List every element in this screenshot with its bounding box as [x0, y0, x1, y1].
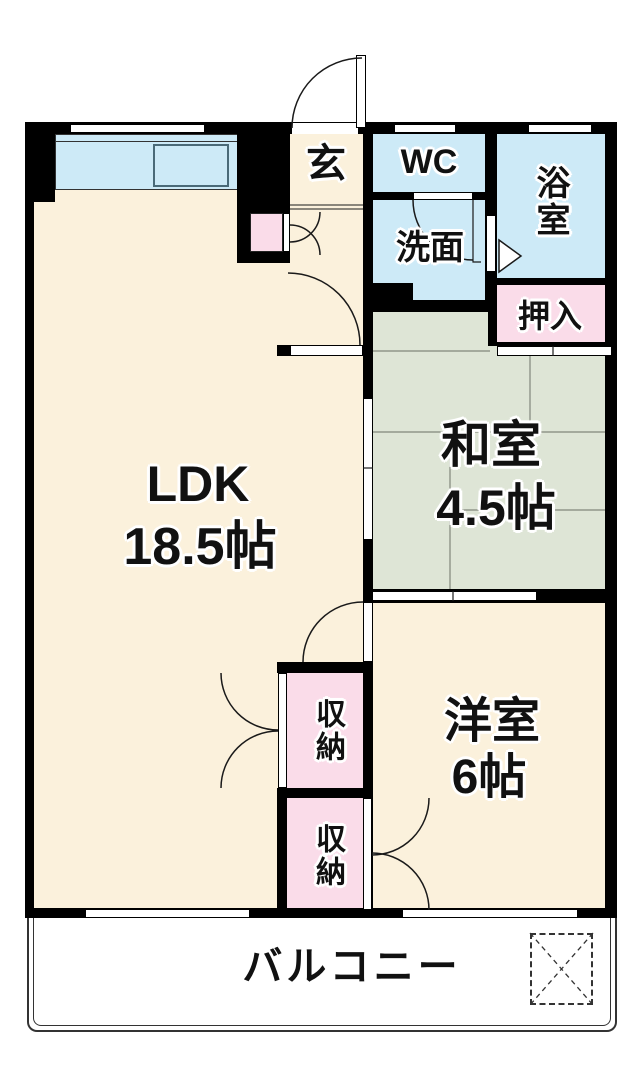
kitchen-counter	[55, 134, 238, 190]
wall	[363, 662, 373, 798]
ldk-youshitsu-door-opening	[363, 602, 373, 662]
kitchen-sink	[153, 144, 229, 187]
label-washitsu-size: 4.5帖	[436, 480, 556, 536]
washitsu-sliding-door-south	[372, 591, 537, 601]
kitchen-counter-edge	[55, 141, 238, 142]
label-yokushitsu: 浴室	[531, 165, 569, 239]
balcony-inner-rail	[33, 918, 611, 1026]
label-shunou-upper: 収納	[311, 698, 344, 764]
kitchen-window	[70, 124, 205, 133]
label-oshiire: 押入	[517, 298, 583, 334]
closet-shunou-upper	[287, 673, 363, 788]
label-senmen: 洗面	[396, 229, 464, 267]
room-washitsu	[373, 312, 605, 589]
label-ldk-size: 18.5帖	[123, 518, 277, 576]
shoe-cabinet	[250, 213, 283, 252]
bath-window	[528, 124, 592, 133]
label-wc: WC	[400, 143, 458, 181]
shunou-upper-door	[278, 673, 287, 788]
wall	[277, 798, 287, 908]
wall	[363, 540, 373, 603]
front-door-swing-arc	[291, 57, 363, 129]
wall	[277, 345, 290, 356]
entrance-door-leaf	[356, 55, 366, 128]
room-wc	[373, 134, 485, 192]
hall-sliding-door	[290, 345, 363, 356]
shoe-cabinet-door	[283, 213, 290, 252]
label-shunou-lower: 収納	[311, 823, 344, 889]
shunou-lower-door	[363, 798, 372, 910]
label-washitsu: 和室	[441, 417, 541, 473]
wc-window	[394, 124, 456, 133]
label-youshitsu-size: 6帖	[451, 751, 527, 804]
label-genkan: 玄	[306, 142, 346, 186]
wall	[363, 134, 373, 398]
wall	[490, 342, 612, 346]
wall	[488, 278, 497, 346]
entrance-door-opening	[292, 123, 358, 134]
wall	[363, 300, 497, 312]
evacuation-hatch	[530, 933, 593, 1005]
wall	[497, 278, 605, 285]
washitsu-sliding-door-west	[363, 398, 373, 540]
wc-door-opening	[413, 192, 473, 200]
youshitsu-balcony-window	[402, 909, 578, 918]
bathroom-door-opening	[486, 215, 496, 272]
label-youshitsu: 洋室	[443, 695, 541, 748]
wall	[277, 662, 373, 673]
wall	[34, 134, 55, 202]
label-ldk: LDK	[146, 456, 250, 512]
closet-oshiire	[497, 285, 605, 342]
wall	[277, 788, 373, 798]
label-balcony: バルコニー	[242, 945, 462, 989]
oshiire-sliding-door	[497, 346, 612, 356]
closet-shunou-lower	[287, 798, 363, 908]
ldk-balcony-window	[85, 909, 250, 918]
